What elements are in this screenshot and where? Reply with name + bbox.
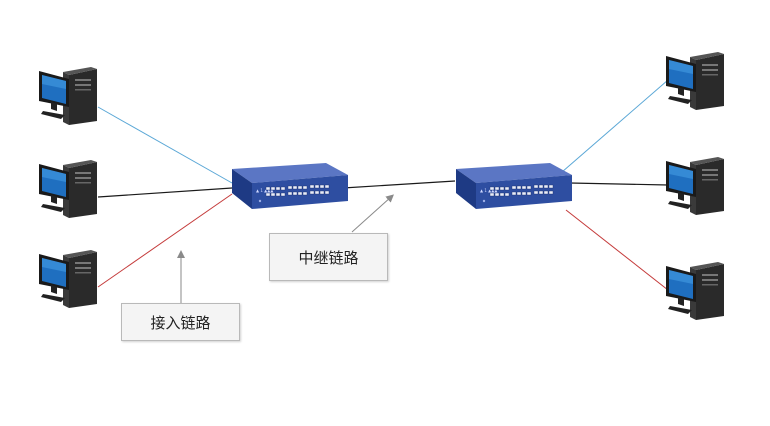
computer-icon (666, 52, 724, 110)
link-right-middle (569, 182, 669, 186)
link-left-top (97, 106, 233, 184)
computer-icon (666, 157, 724, 215)
access-link-text: 接入链路 (150, 313, 211, 332)
switch-icon (231, 162, 349, 210)
trunk-link-label: 中继链路 (269, 233, 388, 281)
computer-icon (39, 67, 97, 125)
access-link-label: 接入链路 (121, 303, 240, 341)
switch-icon (455, 162, 573, 210)
link-right-bottom (565, 209, 669, 291)
link-right-top (561, 79, 669, 173)
trunk-callout-arrow (351, 194, 394, 233)
trunk-link (342, 180, 456, 189)
link-left-bottom (97, 193, 233, 288)
computer-icon (39, 160, 97, 218)
computer-icon (39, 250, 97, 308)
link-left-middle (97, 187, 233, 198)
computer-icon (666, 262, 724, 320)
trunk-link-text: 中继链路 (298, 248, 359, 267)
